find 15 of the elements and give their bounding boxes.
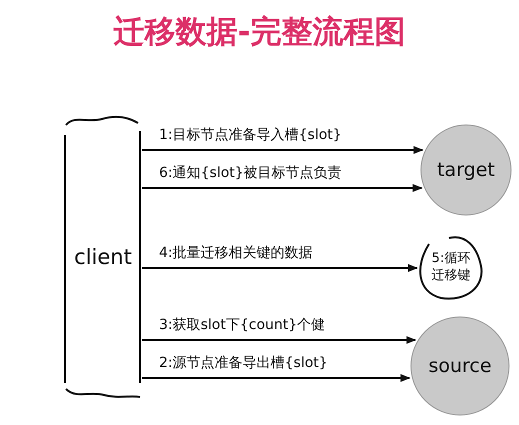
arrow bbox=[142, 336, 416, 344]
node-label: source bbox=[428, 355, 492, 377]
node-label: client bbox=[74, 244, 132, 268]
node-label: 5:循环迁移键 bbox=[430, 251, 472, 285]
arrow bbox=[142, 146, 424, 154]
arrow bbox=[142, 184, 423, 192]
node-label: target bbox=[437, 159, 495, 181]
edge-label: 4:批量迁移相关键的数据 bbox=[158, 244, 314, 262]
arrow bbox=[142, 374, 410, 382]
edge-label: 3:获取slot下{count}个健 bbox=[158, 316, 326, 334]
arrow bbox=[142, 264, 418, 272]
title: 迁移数据-完整流程图 bbox=[112, 13, 406, 52]
edge-label: 2:源节点准备导出槽{slot} bbox=[158, 354, 329, 372]
edge-label: 1:目标节点准备导入槽{slot} bbox=[158, 126, 343, 144]
edge-label: 6:通知{slot}被目标节点负责 bbox=[158, 164, 343, 182]
